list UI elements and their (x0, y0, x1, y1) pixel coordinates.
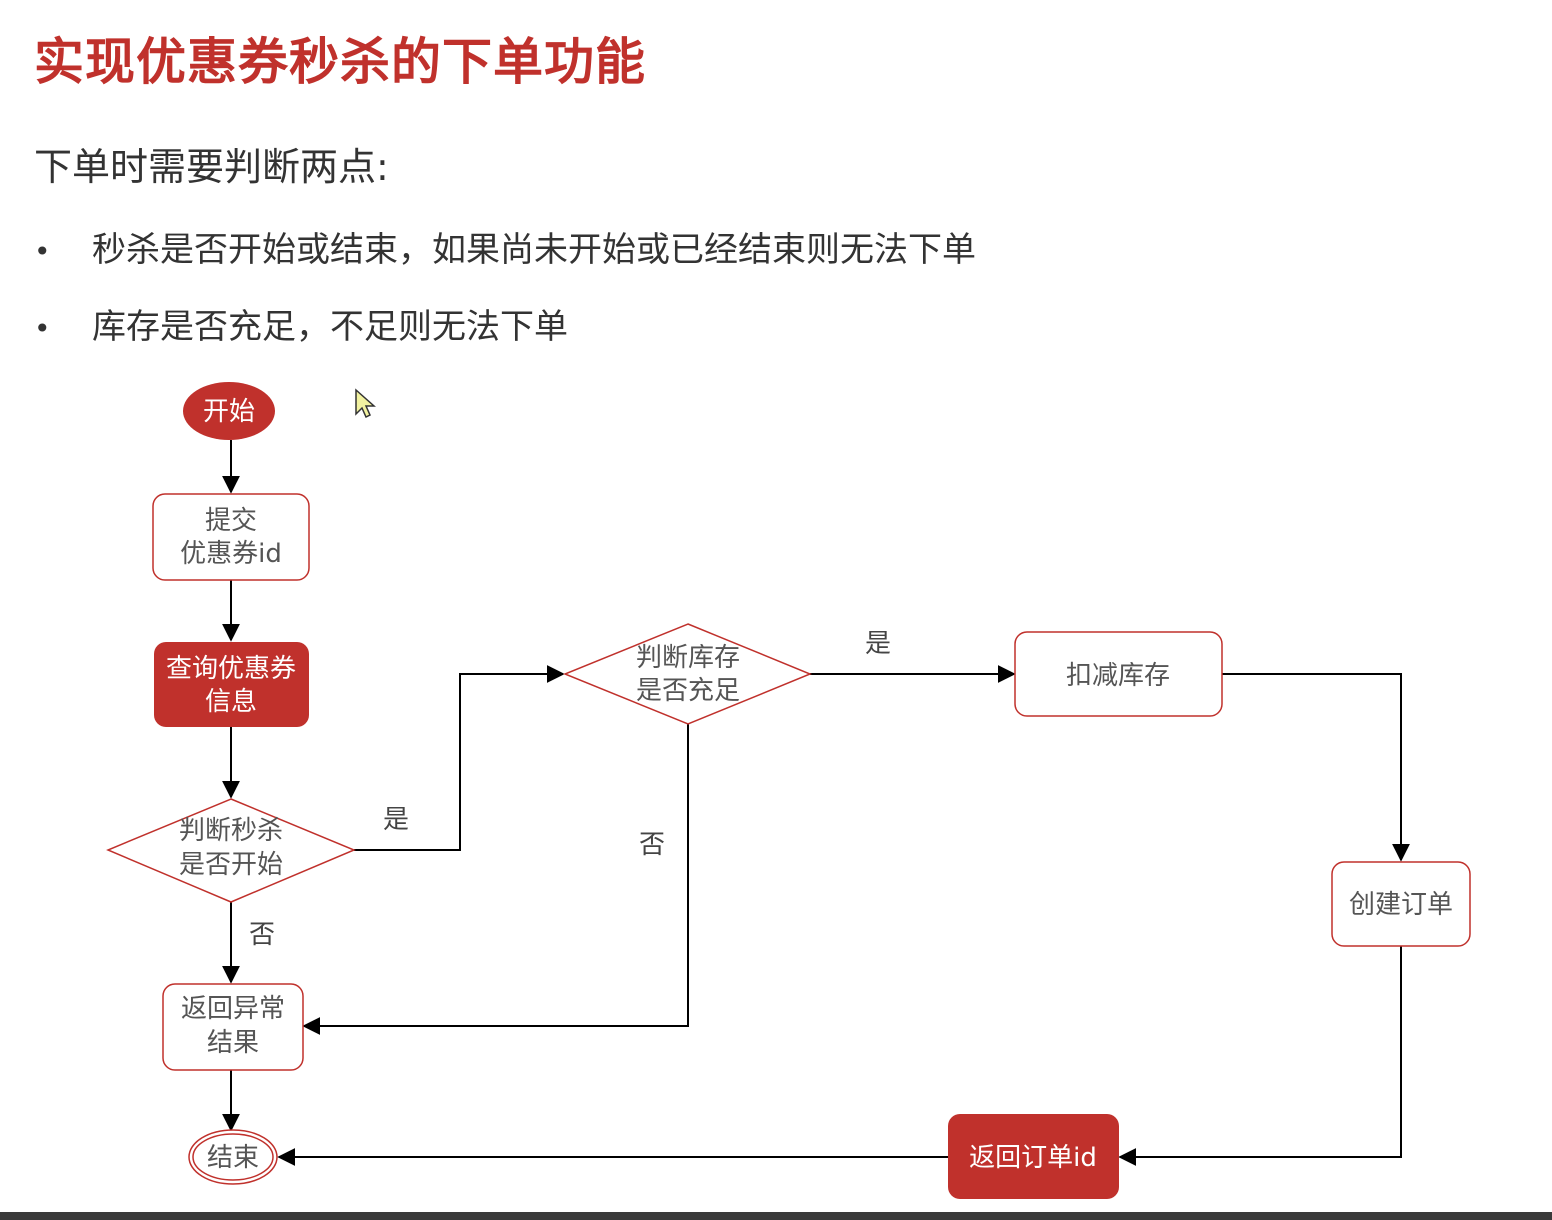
bullet-dot-icon: • (34, 312, 51, 345)
node-create: 创建订单 (1331, 861, 1471, 947)
node-error-label-line1: 返回异常 (181, 994, 285, 1024)
node-submit-label-line2: 优惠券id (180, 539, 282, 569)
bullet-item: • 秒杀是否开始或结束，如果尚未开始或已经结束则无法下单 (34, 222, 976, 271)
bullet-item: • 库存是否充足，不足则无法下单 (34, 299, 568, 348)
page-title: 实现优惠券秒杀的下单功能 (34, 33, 646, 91)
edge-label-stock-no: 否 (639, 830, 665, 860)
node-submit-label-line1: 提交 (205, 506, 257, 536)
subtitle: 下单时需要判断两点: (34, 145, 389, 189)
node-submit: 提交 优惠券id (152, 493, 310, 581)
mouse-cursor-icon (355, 388, 376, 419)
node-query-label-line1: 查询优惠券 (166, 654, 296, 684)
edge-checktime-checkstock (354, 665, 565, 851)
node-start-label: 开始 (203, 397, 255, 427)
node-check-time: 判断秒杀 是否开始 (106, 798, 356, 903)
node-start: 开始 (183, 382, 275, 440)
edge-label-time-no: 否 (249, 920, 275, 950)
node-check-stock: 判断库存 是否充足 (563, 623, 812, 725)
node-check-time-label-line1: 判断秒杀 (179, 816, 283, 846)
node-query-label-line2: 信息 (205, 687, 257, 717)
edges (222, 440, 1410, 1166)
bottom-bar (0, 1212, 1552, 1220)
node-error: 返回异常 结果 (162, 983, 304, 1071)
edge-create-returnid (1118, 946, 1402, 1166)
node-check-time-label-line2: 是否开始 (179, 850, 283, 880)
bullet-dot-icon: • (34, 235, 51, 268)
node-query: 查询优惠券 信息 (154, 642, 309, 727)
node-check-stock-label-line1: 判断库存 (636, 643, 740, 673)
node-check-stock-label-line2: 是否充足 (636, 676, 740, 706)
node-deduct: 扣减库存 (1014, 631, 1223, 717)
edge-label-stock-yes: 是 (865, 629, 891, 659)
node-return-id-label: 返回订单id (969, 1143, 1097, 1173)
bullet-text: 库存是否充足，不足则无法下单 (92, 307, 568, 347)
node-end-label: 结束 (207, 1143, 259, 1173)
node-end: 结束 (188, 1129, 278, 1185)
bullet-text: 秒杀是否开始或结束，如果尚未开始或已经结束则无法下单 (92, 230, 976, 270)
node-return-id: 返回订单id (948, 1114, 1119, 1199)
node-error-label-line2: 结果 (207, 1028, 259, 1058)
node-create-label: 创建订单 (1349, 890, 1453, 920)
edge-checkstock-error (302, 724, 689, 1035)
edge-label-time-yes: 是 (383, 805, 409, 835)
node-deduct-label: 扣减库存 (1066, 661, 1170, 691)
edge-deduct-create (1222, 673, 1410, 862)
